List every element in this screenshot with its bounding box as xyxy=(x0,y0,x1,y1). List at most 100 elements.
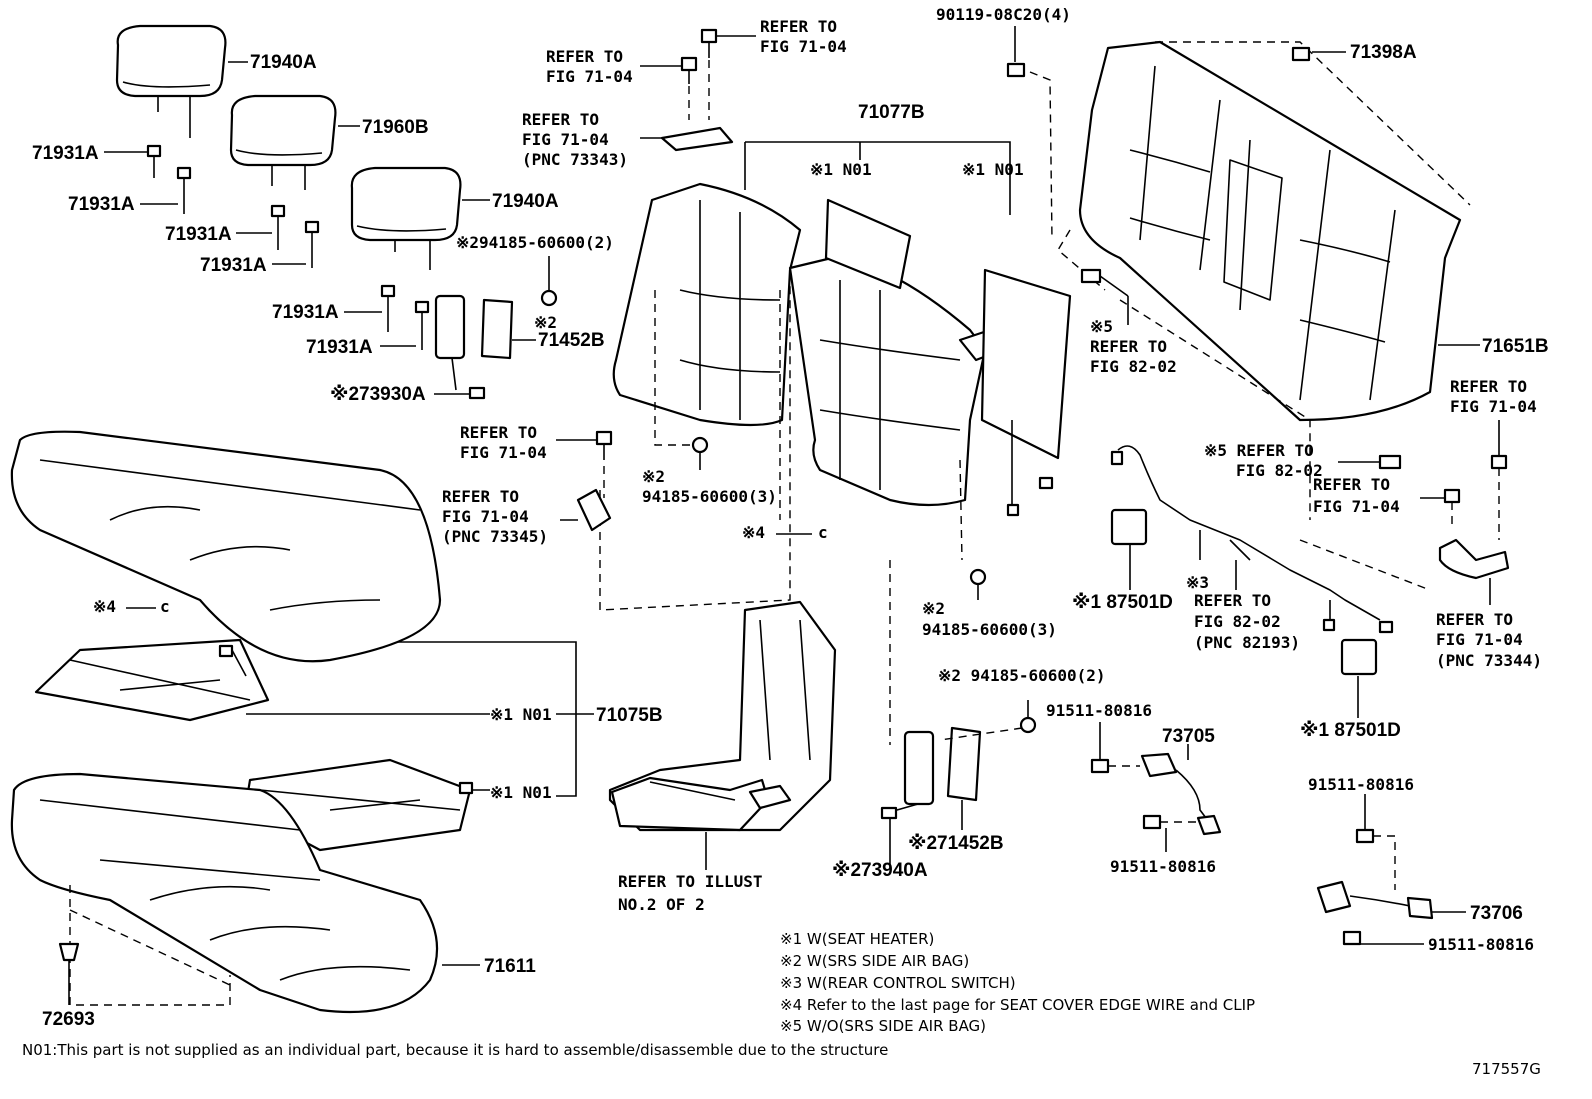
ref-pnc-82193-l3: (PNC 82193) xyxy=(1194,633,1300,652)
heater-pad-upper xyxy=(824,198,1072,517)
wire-harness xyxy=(1110,445,1394,718)
label-71077b: 71077B xyxy=(858,102,925,123)
label-nut-b: 94185-60600(3) xyxy=(922,620,1057,639)
nut-a-mark: ※2 xyxy=(642,467,665,486)
clip-71398a-icon xyxy=(1291,46,1311,62)
headrest-71960b xyxy=(229,94,360,190)
armrest-assembly xyxy=(608,600,837,870)
label-91511-b: 91511-80816 xyxy=(1110,857,1216,876)
ref-fig-82-02-b-l1: ※5 REFER TO xyxy=(1204,441,1314,460)
label-71611: 71611 xyxy=(484,956,536,977)
label-71398a: 71398A xyxy=(1350,42,1417,63)
bolt-right-icon xyxy=(1490,454,1508,470)
headrest-guides xyxy=(104,144,430,350)
mark-4-a: ※4 xyxy=(93,597,116,616)
bolt-bracket-top xyxy=(640,28,756,152)
ref-pnc-73344-l2: FIG 71-04 xyxy=(1436,630,1523,649)
label-87501d-a: ※1 87501D xyxy=(1072,592,1173,613)
ref-pnc-82193-l2: FIG 82-02 xyxy=(1194,612,1281,631)
legend-item: ※4 Refer to the last page for SEAT COVER… xyxy=(780,996,1255,1014)
mark-5: ※5 xyxy=(1090,317,1113,336)
ref-fig-82-02-a-l2: FIG 82-02 xyxy=(1090,357,1177,376)
label-71651b: 71651B xyxy=(1482,336,1549,357)
ref-pnc-82193-l1: REFER TO xyxy=(1194,591,1271,610)
ref-fig-71-04-e-l2: FIG 71-04 xyxy=(1313,497,1400,516)
label-71940a-top: 71940A xyxy=(250,52,317,73)
bolt-90119-icon xyxy=(1006,62,1026,78)
label-91511-c: 91511-80816 xyxy=(1308,775,1414,794)
label-nut-a: 94185-60600(3) xyxy=(642,487,777,506)
label-71931a-1: 71931A xyxy=(32,143,99,164)
label-71931a-2: 71931A xyxy=(68,194,135,215)
label-87501d-b: ※1 87501D xyxy=(1300,720,1401,741)
seat-cushion-cover-upper xyxy=(10,430,442,663)
legend-item: ※5 W/O(SRS SIDE AIR BAG) xyxy=(780,1017,986,1035)
label-73705: 73705 xyxy=(1162,726,1215,747)
ref-fig-71-04-e-l1: REFER TO xyxy=(1313,475,1390,494)
label-71931a-4: 71931A xyxy=(200,255,267,276)
label-nut-c: ※2 94185-60600(2) xyxy=(938,666,1106,685)
ref-fig-71-04-a-l2: FIG 71-04 xyxy=(760,37,847,56)
side-airbag-71452b-left xyxy=(434,294,536,400)
label-n01-b: ※1 N01 xyxy=(962,160,1024,179)
label-91511-d: 91511-80816 xyxy=(1428,935,1534,954)
ref-illust-l2: NO.2 OF 2 xyxy=(618,895,705,914)
nut-b-mark: ※2 xyxy=(922,599,945,618)
legend-item: ※3 W(REAR CONTROL SWITCH) xyxy=(780,974,1016,992)
ref-pnc-73343-l1: REFER TO xyxy=(522,110,599,129)
legend-item: ※1 W(SEAT HEATER) xyxy=(780,930,934,948)
headrest-71940a-lower xyxy=(350,166,490,270)
clip-82-02-b xyxy=(1378,454,1402,470)
label-91511-a: 91511-80816 xyxy=(1046,701,1152,720)
nut-b-icon xyxy=(969,568,987,586)
ref-illust-l1: REFER TO ILLUST xyxy=(618,872,763,891)
label-n01-d: ※1 N01 xyxy=(490,783,552,802)
ref-fig-71-04-c-l1: REFER TO xyxy=(460,423,537,442)
ref-fig-82-02-b-l2: FIG 82-02 xyxy=(1236,461,1323,480)
ref-pnc-73344-l3: (PNC 73344) xyxy=(1436,651,1542,670)
ref-pnc-73343-l3: (PNC 73343) xyxy=(522,150,628,169)
side-airbag-71452b-center xyxy=(880,700,1037,868)
switch-73706 xyxy=(1316,794,1466,946)
label-n01-a: ※1 N01 xyxy=(810,160,872,179)
label-73930a: ※273930A xyxy=(330,384,426,405)
ref-fig-71-04-a-l1: REFER TO xyxy=(760,17,837,36)
ref-fig-82-02-a-l1: REFER TO xyxy=(1090,337,1167,356)
ref-pnc-73345-l2: FIG 71-04 xyxy=(442,507,529,526)
ref-fig-71-04-c-l2: FIG 71-04 xyxy=(460,443,547,462)
clip-c-b: c xyxy=(818,523,828,542)
label-71931a-5: 71931A xyxy=(272,302,339,323)
figure-id: 717557G xyxy=(1472,1060,1541,1078)
label-n01-c: ※1 N01 xyxy=(490,705,552,724)
ref-pnc-73343-l2: FIG 71-04 xyxy=(522,130,609,149)
clip-72693-icon xyxy=(58,942,80,962)
label-71452b: 71452B xyxy=(538,330,605,351)
legend: ※1 W(SEAT HEATER) ※2 W(SRS SIDE AIR BAG)… xyxy=(780,930,1255,1035)
ref-pnc-73345-l3: (PNC 73345) xyxy=(442,527,548,546)
label-71940a-lower: 71940A xyxy=(492,191,559,212)
clip-ref-82-02 xyxy=(1080,268,1102,284)
label-71960b: 71960B xyxy=(362,117,429,138)
bracket-73344-icon xyxy=(1438,538,1510,580)
ref-fig-71-04-d-l1: REFER TO xyxy=(1450,377,1527,396)
nut-icon xyxy=(540,289,558,307)
leader-71077b xyxy=(744,141,1011,215)
seat-cushion-71611 xyxy=(10,772,439,1014)
seatback-71651b xyxy=(1057,40,1471,591)
footnote: N01:This part is not supplied as an indi… xyxy=(22,1041,888,1059)
headrest-71940a-top xyxy=(115,24,248,138)
clip-c-a: c xyxy=(160,597,170,616)
mark-2-small: ※2 xyxy=(534,313,557,332)
label-71452b-b: ※271452B xyxy=(908,833,1004,854)
label-71931a-3: 71931A xyxy=(165,224,232,245)
ref-pnc-73345-l1: REFER TO xyxy=(442,487,519,506)
mark-4-b: ※4 xyxy=(742,523,765,542)
ref-fig-71-04-b-l2: FIG 71-04 xyxy=(546,67,633,86)
bracket-left xyxy=(556,430,709,532)
switch-73705 xyxy=(1090,722,1222,852)
heater-pad-lower xyxy=(34,638,474,852)
label-71931a-6: 71931A xyxy=(306,337,373,358)
mark-3: ※3 xyxy=(1186,573,1209,592)
label-71075b: 71075B xyxy=(596,705,663,726)
